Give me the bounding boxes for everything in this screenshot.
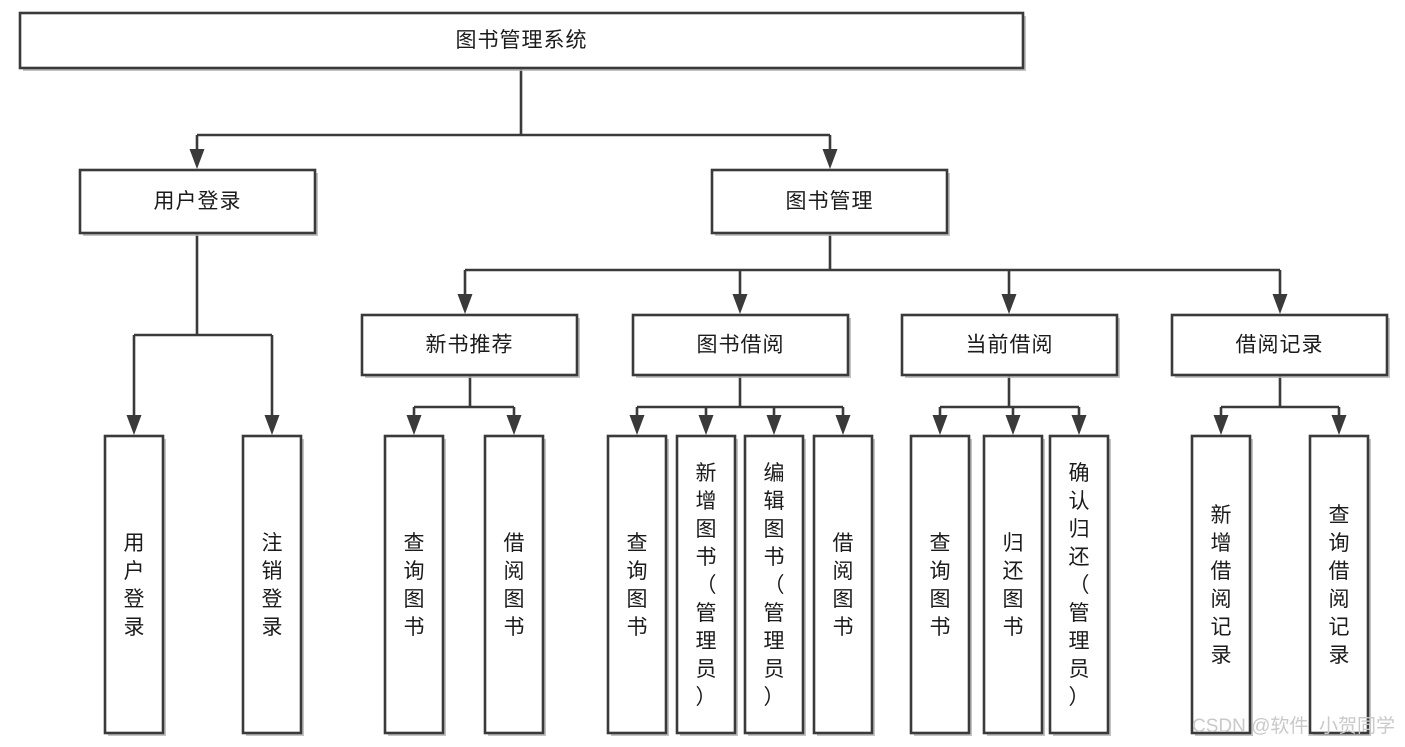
arrow-head-icon — [406, 415, 422, 435]
node-rect[interactable] — [1170, 313, 1389, 377]
node-leaf-查询图书-2[interactable]: 查询图书 — [383, 434, 446, 736]
node-label: 新增借阅记录 — [1211, 504, 1232, 667]
node-rect[interactable] — [383, 434, 445, 735]
node-label: 借阅图书 — [833, 532, 854, 639]
arrow-head-icon — [629, 415, 645, 435]
node-leaf-注销登录-1[interactable]: 注销登录 — [241, 434, 304, 736]
node-leaf-确认归还管理员-10[interactable]: 确认归还（管理员） — [1048, 434, 1111, 736]
node-l3-当前借阅-2[interactable]: 当前借阅 — [900, 313, 1120, 378]
node-label: 借阅图书 — [504, 532, 525, 639]
node-leaf-借阅图书-7[interactable]: 借阅图书 — [812, 434, 875, 736]
node-leaf-查询借阅记录-12[interactable]: 查询借阅记录 — [1308, 434, 1371, 736]
node-rect[interactable] — [360, 313, 579, 377]
arrow-head-icon — [126, 415, 142, 435]
arrow-head-icon — [835, 415, 851, 435]
arrow-head-icon — [1005, 415, 1021, 435]
connector-layer — [126, 68, 1347, 435]
node-leaf-归还图书-9[interactable]: 归还图书 — [982, 434, 1045, 736]
node-label: 编辑图书（管理员） — [764, 462, 785, 709]
node-rect[interactable] — [1190, 434, 1252, 735]
arrow-head-icon — [1213, 415, 1229, 435]
node-label: 图书管理 — [786, 190, 874, 213]
node-label: 用户登录 — [124, 532, 145, 639]
arrow-head-icon — [189, 149, 205, 169]
node-leaf-查询图书-8[interactable]: 查询图书 — [909, 434, 972, 736]
node-rect[interactable] — [982, 434, 1044, 735]
arrow-head-icon — [457, 294, 473, 314]
arrow-head-icon — [732, 294, 748, 314]
node-rect[interactable] — [483, 434, 545, 735]
node-rect[interactable] — [1048, 434, 1110, 735]
node-rect[interactable] — [900, 313, 1119, 377]
node-leaf-借阅图书-3[interactable]: 借阅图书 — [483, 434, 546, 736]
node-label: 新书推荐 — [426, 334, 514, 357]
node-l2-图书管理-1[interactable]: 图书管理 — [710, 168, 950, 236]
arrow-head-icon — [1272, 294, 1288, 314]
node-rect[interactable] — [241, 434, 303, 735]
node-rect[interactable] — [631, 313, 850, 377]
arrow-head-icon — [932, 415, 948, 435]
arrow-head-icon — [822, 149, 838, 169]
node-label: 借阅记录 — [1236, 334, 1324, 357]
node-leaf-用户登录-0[interactable]: 用户登录 — [103, 434, 166, 736]
arrow-head-icon — [698, 415, 714, 435]
node-rect[interactable] — [78, 168, 317, 235]
node-rect[interactable] — [812, 434, 874, 735]
node-label: 图书借阅 — [697, 334, 785, 357]
node-label: 图书管理系统 — [456, 29, 588, 52]
node-leaf-新增借阅记录-11[interactable]: 新增借阅记录 — [1190, 434, 1253, 736]
node-label: 注销登录 — [262, 532, 283, 639]
arrow-head-icon — [766, 415, 782, 435]
node-root-图书管理系统-0[interactable]: 图书管理系统 — [18, 11, 1026, 71]
arrow-head-icon — [264, 415, 280, 435]
node-rect[interactable] — [743, 434, 805, 735]
arrow-head-icon — [1071, 415, 1087, 435]
node-label: 确认归还（管理员） — [1069, 462, 1090, 709]
csdn-watermark: CSDN @软件_小贺同学 — [1192, 715, 1395, 737]
node-l3-新书推荐-0[interactable]: 新书推荐 — [360, 313, 580, 378]
node-label: 用户登录 — [154, 190, 242, 213]
node-label: 归还图书 — [1003, 532, 1024, 639]
node-label: 查询图书 — [404, 532, 425, 639]
arrow-head-icon — [1331, 415, 1347, 435]
watermark-layer: CSDN @软件_小贺同学 — [1192, 715, 1395, 737]
node-l3-借阅记录-3[interactable]: 借阅记录 — [1170, 313, 1390, 378]
node-leaf-查询图书-4[interactable]: 查询图书 — [606, 434, 669, 736]
node-rect[interactable] — [606, 434, 668, 735]
node-leaf-编辑图书管理员-6[interactable]: 编辑图书（管理员） — [743, 434, 806, 736]
node-label: 查询图书 — [930, 532, 951, 639]
node-rect[interactable] — [18, 11, 1025, 70]
node-layer: 图书管理系统用户登录图书管理新书推荐图书借阅当前借阅借阅记录用户登录注销登录查询… — [18, 11, 1390, 736]
node-label: 新增图书（管理员） — [696, 462, 717, 709]
node-l3-图书借阅-1[interactable]: 图书借阅 — [631, 313, 851, 378]
node-rect[interactable] — [909, 434, 971, 735]
arrow-head-icon — [506, 415, 522, 435]
node-rect[interactable] — [1308, 434, 1370, 735]
arrow-head-icon — [1001, 294, 1017, 314]
node-leaf-新增图书管理员-5[interactable]: 新增图书（管理员） — [675, 434, 738, 736]
node-rect[interactable] — [675, 434, 737, 735]
node-label: 当前借阅 — [966, 334, 1054, 357]
node-label: 查询借阅记录 — [1329, 504, 1350, 667]
node-label: 查询图书 — [627, 532, 648, 639]
node-rect[interactable] — [710, 168, 949, 235]
node-rect[interactable] — [103, 434, 165, 735]
node-l2-用户登录-0[interactable]: 用户登录 — [78, 168, 318, 236]
